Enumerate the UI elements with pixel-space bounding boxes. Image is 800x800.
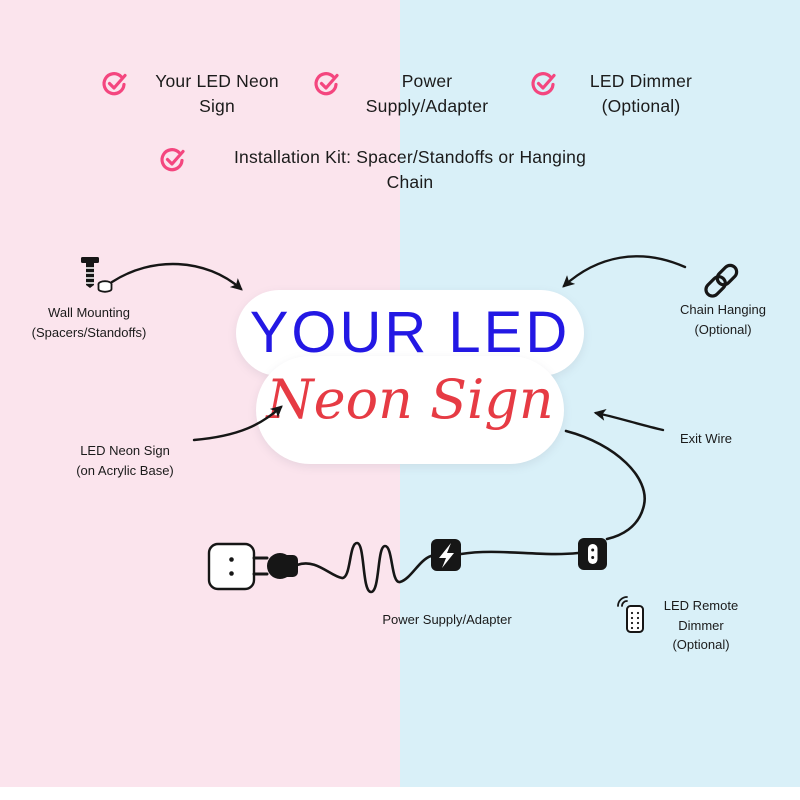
sign-text-script: Neon Sign <box>266 368 554 431</box>
check-icon <box>314 72 339 96</box>
chain-hanging-label: Chain Hanging (Optional) <box>679 302 766 337</box>
checklist-item-installation-kit: Installation Kit: Spacer/Standoffs or Ha… <box>159 145 625 195</box>
check-icon <box>160 148 185 172</box>
checklist-label: Installation Kit: Spacer/Standoffs or Ha… <box>233 147 587 192</box>
bottom-white-strip <box>0 787 800 800</box>
check-icon <box>531 72 556 96</box>
checklist-label: Power Supply/Adapter <box>365 71 489 116</box>
wall-mounting-label: Wall Mounting (Spacers/Standoffs) <box>31 305 147 340</box>
checklist-label: LED Dimmer (Optional) <box>589 71 693 116</box>
remote-dimmer-label: LED Remote Dimmer (Optional) <box>663 598 739 652</box>
sign-text-main: YOUR LED <box>249 300 571 365</box>
exit-wire-label: Exit Wire <box>680 431 732 446</box>
power-supply-label: Power Supply/Adapter <box>382 612 512 627</box>
checklist-item-power-supply: Power Supply/Adapter <box>313 69 505 119</box>
led-neon-sign-label: LED Neon Sign (on Acrylic Base) <box>76 443 174 478</box>
acrylic-backboard-bottom <box>256 356 564 464</box>
checklist-item-dimmer: LED Dimmer (Optional) <box>530 69 716 119</box>
checklist-label: Your LED Neon Sign <box>155 71 279 116</box>
checklist-item-neon-sign: Your LED Neon Sign <box>101 69 297 119</box>
check-icon <box>102 72 127 96</box>
